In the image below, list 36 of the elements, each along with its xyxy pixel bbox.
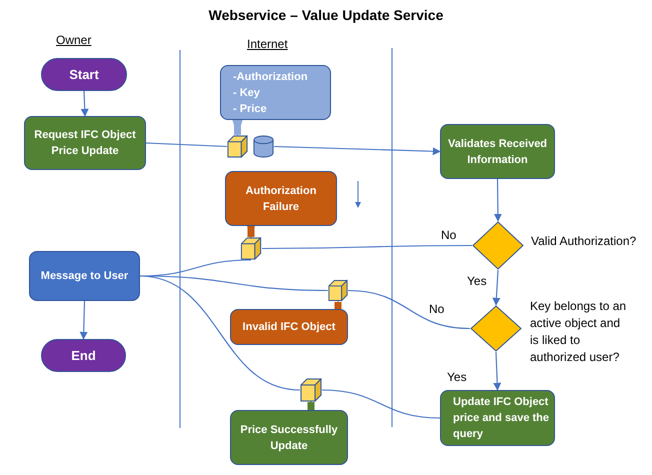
cube-icon xyxy=(300,378,322,402)
lane-header: Owner xyxy=(56,32,92,49)
cube-icon xyxy=(227,135,248,158)
block-arrow xyxy=(245,226,257,238)
process-box: Message to User xyxy=(29,251,140,301)
decision-diamond xyxy=(472,221,524,270)
process-box: Price Successfully Update xyxy=(230,410,348,465)
end-terminal: End xyxy=(41,339,126,372)
cylinder-icon xyxy=(253,135,274,158)
lane-header: Internet xyxy=(247,36,288,53)
connector xyxy=(322,389,440,419)
connector xyxy=(80,90,89,117)
start-terminal: Start xyxy=(41,58,127,91)
block-arrow xyxy=(232,120,244,136)
cube-icon xyxy=(240,237,262,260)
connector xyxy=(494,179,502,222)
connector xyxy=(493,352,502,391)
connector xyxy=(146,142,228,148)
question-text: Valid Authorization? xyxy=(531,233,638,250)
question-text: Key belongs to an active object and is liked to authorized user? xyxy=(530,298,628,366)
connector xyxy=(274,146,441,156)
process-box: Request IFC Object Price Update xyxy=(24,116,146,170)
error-box: Authorization Failure xyxy=(225,171,337,226)
connector xyxy=(348,290,470,330)
data-box: -Authorization - Key - Price xyxy=(220,65,331,120)
process-box: Validates Received Information xyxy=(440,124,555,179)
error-box: Invalid IFC Object xyxy=(230,309,348,345)
connector xyxy=(140,275,300,391)
process-box: Update IFC Object price and save the query xyxy=(440,390,555,446)
decision-diamond xyxy=(470,305,522,352)
block-arrow xyxy=(305,400,317,413)
connector xyxy=(80,300,88,340)
diagram-title: Webservice – Value Update Service xyxy=(208,6,444,25)
connector xyxy=(262,244,472,250)
cube-icon xyxy=(328,279,348,302)
connector xyxy=(492,270,500,306)
